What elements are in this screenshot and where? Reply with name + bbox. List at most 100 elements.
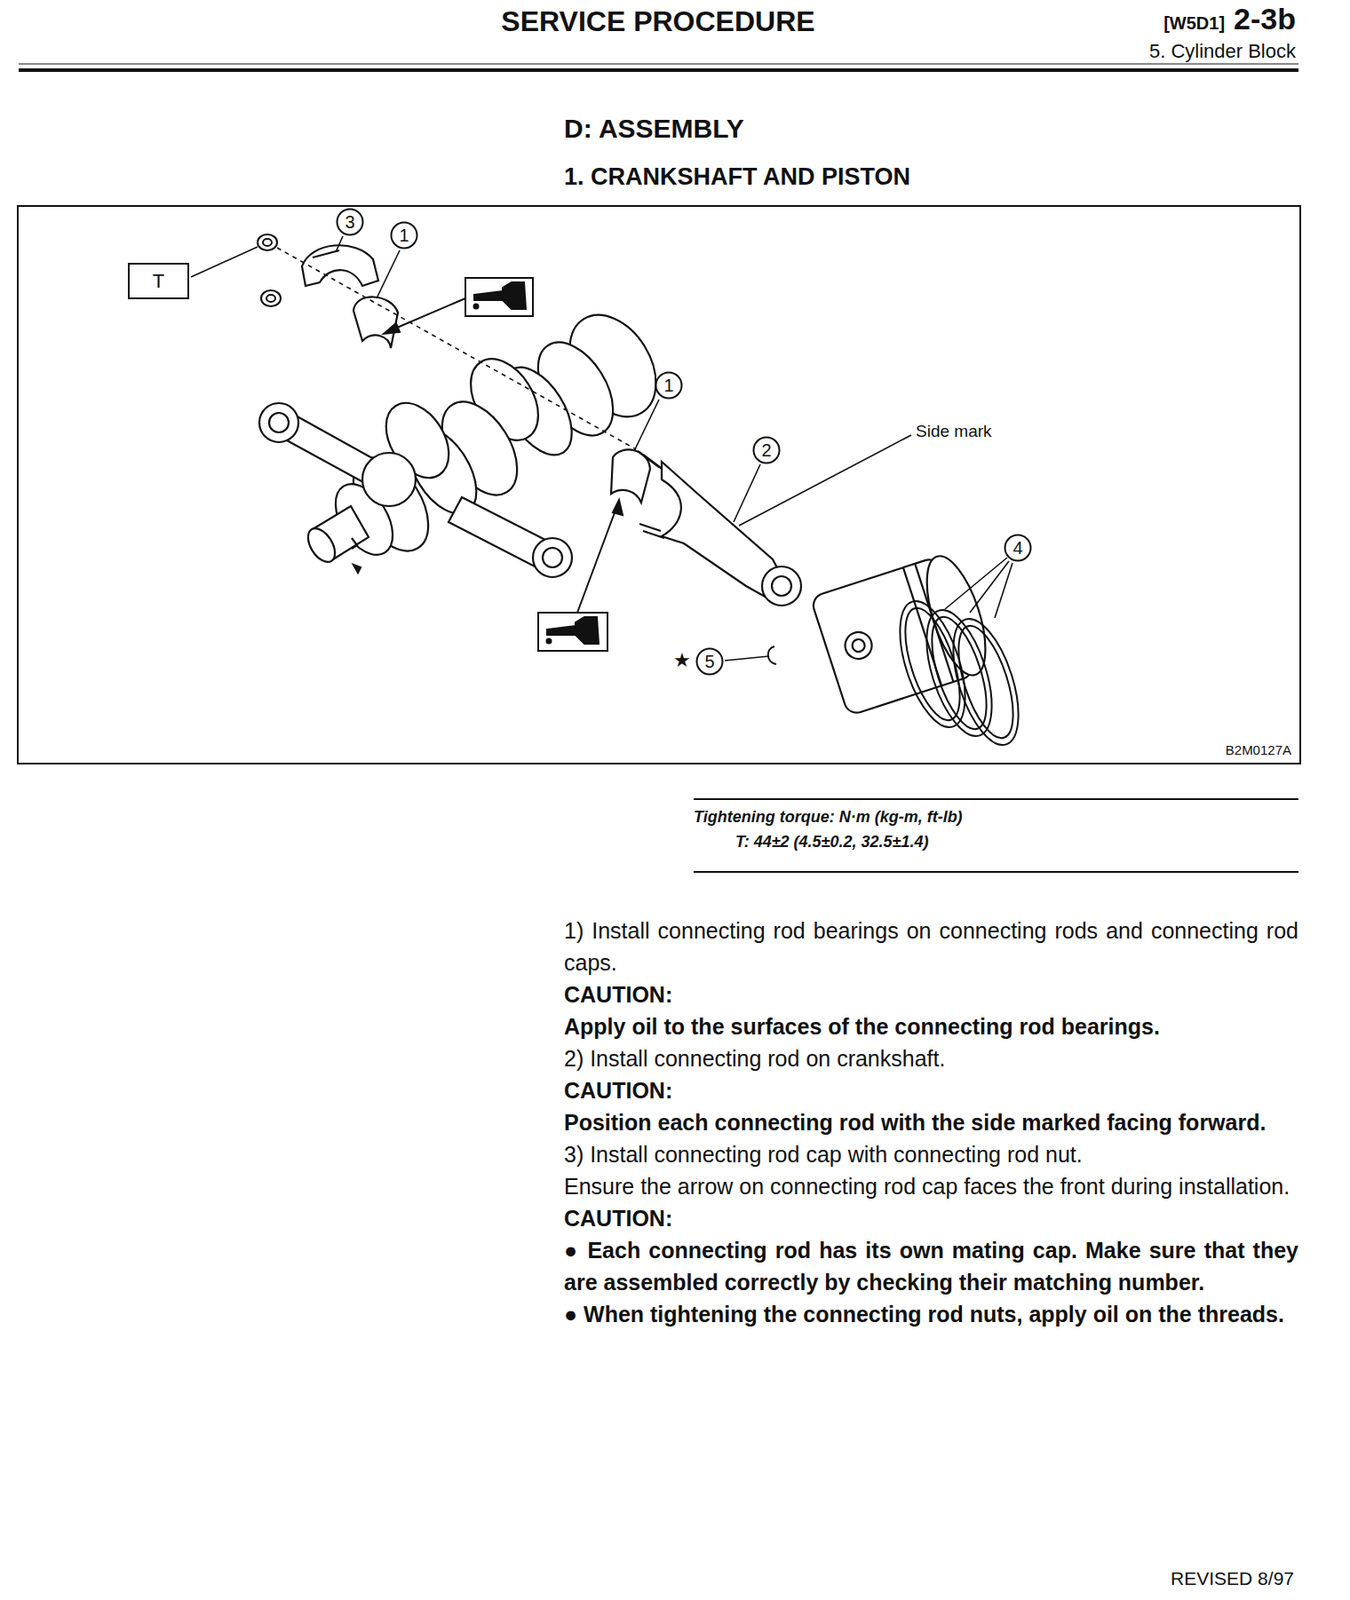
connecting-rod: [259, 403, 572, 578]
caution-heading: CAUTION:: [563, 978, 1299, 1011]
subsection-heading: 1. CRANKSHAFT AND PISTON: [563, 163, 911, 191]
oil-symbol: [474, 282, 526, 310]
header-rule: [18, 68, 1299, 72]
callout-text: 3: [344, 213, 355, 231]
leader-line: [376, 250, 400, 299]
oil-arrow: [612, 500, 623, 516]
connecting-rod: [269, 412, 289, 433]
piston: [850, 637, 867, 654]
section-name: 5. Cylinder Block: [1149, 39, 1296, 63]
callout-text: 2: [761, 441, 771, 460]
callout-circle: [1005, 535, 1032, 562]
callout-circle: [391, 222, 418, 249]
oil-symbol: [465, 277, 533, 317]
connecting-rod-nut: [257, 234, 278, 251]
callout-number: 2: [752, 436, 781, 465]
section-code: [W5D1]: [1163, 13, 1225, 34]
caution-heading: CAUTION:: [563, 1202, 1299, 1235]
leader-line: [945, 557, 1008, 610]
oil-arrow: [390, 298, 466, 331]
connecting-rod-bearing: [353, 296, 398, 349]
callout-number: 4: [1003, 533, 1033, 563]
connecting-rod: [637, 451, 802, 606]
page-title: SERVICE PROCEDURE: [391, 5, 925, 39]
connecting-rod-nut: [257, 234, 281, 307]
replace-mark: ★: [673, 649, 691, 672]
callout-circle: [656, 373, 683, 399]
leader-line: [634, 399, 660, 452]
callout-circle: [337, 209, 364, 236]
oil-symbol: [547, 639, 552, 644]
assembly-line: [277, 247, 636, 450]
page-number-block: [W5D1] 2-3b: [1163, 1, 1296, 37]
oil-symbol: [474, 304, 479, 310]
connecting-rod: [259, 403, 299, 443]
piston-ring: [947, 619, 1025, 745]
connecting-rod: [532, 538, 572, 578]
callout-circle: [697, 649, 723, 675]
leader-line: [994, 563, 1013, 619]
procedure-step: 1) Install connecting rod bearings on co…: [563, 914, 1299, 979]
oil-arrow: [383, 323, 400, 334]
connecting-rod: [762, 566, 802, 606]
oil-symbol: [538, 612, 608, 652]
procedure-step: 2) Install connecting rod on crankshaft.: [563, 1042, 1299, 1075]
piston: [841, 628, 876, 663]
section-heading: D: ASSEMBLY: [563, 113, 745, 145]
crankshaft: [302, 524, 342, 567]
page-number: 2-3b: [1233, 1, 1296, 37]
oil-arrow: [383, 298, 623, 613]
torque-rule: [693, 798, 1299, 801]
callout-number: 1: [389, 221, 419, 250]
leader-line: [738, 435, 912, 526]
callout-text: 5: [704, 652, 715, 671]
figure-frame: [17, 206, 1301, 764]
connecting-rod-bearing: [353, 296, 651, 503]
caution-text: Apply oil to the surfaces of the connect…: [563, 1010, 1299, 1043]
callout-circle: [754, 437, 780, 464]
torque-rule: [693, 871, 1299, 874]
caution-text: Position each connecting rod with the si…: [563, 1106, 1299, 1139]
oil-symbol: [465, 277, 608, 652]
torque-rule: [693, 799, 1299, 873]
caution-text: ● Each connecting rod has its own mating…: [563, 1234, 1299, 1299]
oil-symbol: [547, 617, 599, 644]
torque-block: Tightening torque: N·m (kg-m, ft-lb)T: 4…: [693, 804, 1299, 855]
torque-key: T: [152, 271, 165, 292]
leader-line: [724, 656, 770, 661]
callout-number: 1: [654, 371, 683, 400]
header-rule: [18, 63, 1299, 65]
connecting-rod-cap: [301, 245, 379, 286]
part-label: Side mark: [915, 421, 993, 442]
leader-line: [190, 246, 258, 278]
callout-text: 1: [663, 376, 674, 395]
callout-text: 4: [1012, 539, 1023, 557]
torque-key-box: T: [127, 262, 190, 300]
piston-ring: [940, 611, 1033, 753]
oil-arrow: [577, 508, 617, 613]
figure-code: B2M0127A: [1225, 742, 1292, 758]
assembly-line: [277, 247, 636, 450]
figure-frame: [17, 206, 1301, 764]
connecting-rod: [542, 547, 563, 568]
leader-line: [335, 236, 343, 253]
leader-line: [190, 236, 1013, 661]
leader-line: [733, 464, 761, 523]
crankshaft: [353, 564, 361, 573]
connecting-rod: [639, 524, 661, 532]
procedure-text: 1) Install connecting rod bearings on co…: [563, 914, 1299, 1331]
procedure-step: Ensure the arrow on connecting rod cap f…: [563, 1170, 1299, 1203]
connecting-rod-cap: [301, 245, 379, 286]
callout-text: 1: [398, 226, 409, 245]
torque-value: T: 44±2 (4.5±0.2, 32.5±1.4): [693, 829, 1299, 855]
connecting-rod-nut: [262, 238, 272, 247]
connecting-rod-nut: [266, 294, 276, 302]
caution-heading: CAUTION:: [563, 1074, 1299, 1107]
torque-heading: Tightening torque: N·m (kg-m, ft-lb): [693, 804, 1299, 830]
caution-text: ● When tightening the connecting rod nut…: [563, 1298, 1299, 1331]
piston-ring: [887, 593, 1033, 753]
connecting-rod-nut: [261, 290, 281, 307]
procedure-step: 3) Install connecting rod cap with conne…: [563, 1138, 1299, 1171]
